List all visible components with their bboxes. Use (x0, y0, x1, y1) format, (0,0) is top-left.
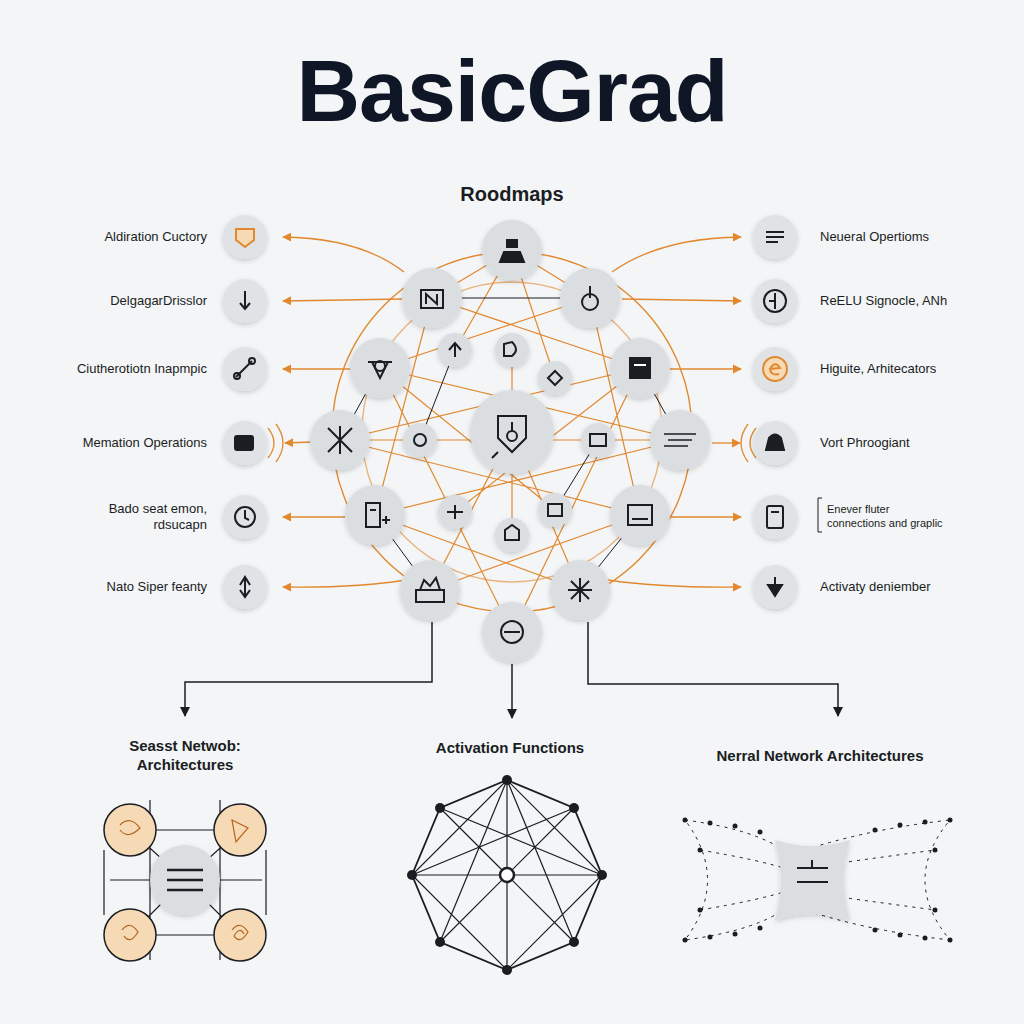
leader-arrows (283, 237, 741, 587)
title: BasicGrad (0, 40, 1024, 142)
node-glyphs (328, 240, 696, 643)
topic-label: Higuite, Arhitecators (820, 361, 1000, 377)
section-heading: Nerral Network Architectures (715, 747, 925, 766)
network-nodes (310, 220, 710, 662)
topic-label: DelgagarDrisslor (27, 293, 207, 309)
topic-label: Ciutherotiotn Inapmpic (27, 361, 207, 377)
octagon-graph-figure (407, 775, 607, 975)
topic-label: Aldiration Cuctory (27, 229, 207, 245)
topic-label: Activaty deniember (820, 579, 1000, 595)
topic-label: Vort Phroogiant (820, 435, 1000, 451)
subtitle: Roodmaps (392, 182, 632, 207)
topic-label: Memation Operations (27, 435, 207, 451)
ring (332, 252, 692, 612)
topic-label: Nato Siper feanty (27, 579, 207, 595)
icon-glyphs (234, 229, 787, 597)
topic-label: Neueral Opertioms (820, 229, 1000, 245)
side-icons (223, 215, 797, 609)
mesh-lines-dark (340, 298, 680, 590)
dotted-wings-figure (683, 818, 953, 943)
mesh-lines (340, 250, 680, 632)
small-network-figure (104, 800, 266, 961)
section-heading: Seasst Netwob: Architectures (80, 737, 290, 775)
flow-arrows (185, 622, 838, 718)
topic-label: ReELU Signocle, ANh (820, 293, 1000, 309)
section-heading: Activation Functions (400, 739, 620, 758)
label-bracket (818, 498, 822, 532)
topic-label: Bado seat emon, rdsucapn (95, 501, 207, 534)
topic-label: Enever fluter connections and graplic (827, 503, 945, 531)
